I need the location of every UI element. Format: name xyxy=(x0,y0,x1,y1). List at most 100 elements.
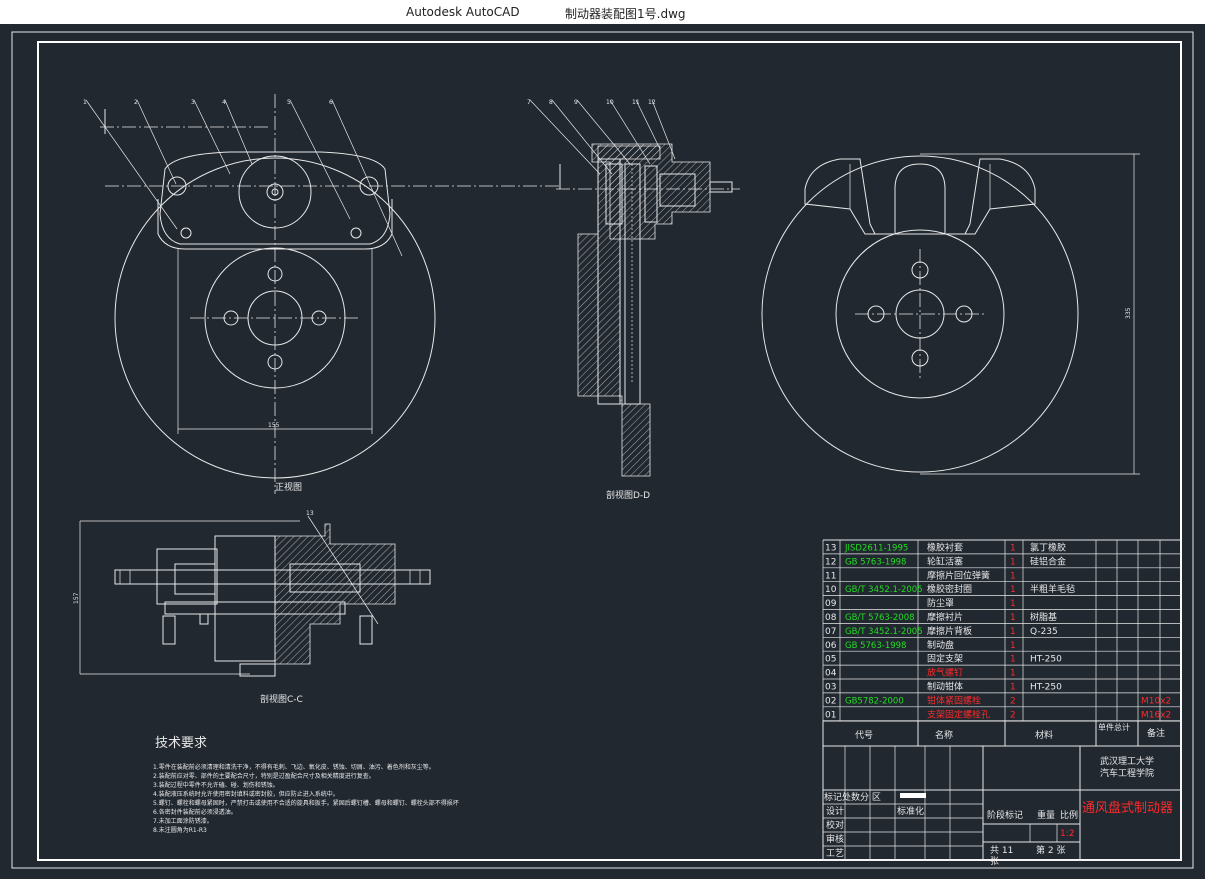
dim-157: 157 xyxy=(73,592,80,604)
svg-text:审核: 审核 xyxy=(826,833,844,845)
dim-155: 155 xyxy=(268,422,280,429)
bom-no: 08 xyxy=(825,613,837,623)
bom-name: 制动钳体 xyxy=(927,681,963,693)
bom-qty: 1 xyxy=(1010,627,1016,637)
bom-no: 04 xyxy=(825,669,837,679)
bom-no: 02 xyxy=(825,696,836,706)
svg-text:第 2 张: 第 2 张 xyxy=(1036,844,1065,856)
bom-material: 树脂基 xyxy=(1030,611,1057,623)
bom-material: HT-250 xyxy=(1030,683,1062,693)
svg-text:工艺: 工艺 xyxy=(826,848,844,859)
section-cc-view[interactable]: 13 157 剖视图C-C xyxy=(73,510,431,705)
svg-text:比例: 比例 xyxy=(1060,809,1078,821)
bom-no: 01 xyxy=(825,710,836,720)
bom-qty: 1 xyxy=(1010,669,1016,679)
svg-text:2.装配前应对零、部件的主要配合尺寸，特别是过盈配合尺寸及相: 2.装配前应对零、部件的主要配合尺寸，特别是过盈配合尺寸及相关精度进行复查。 xyxy=(153,772,375,780)
svg-text:单件总计: 单件总计 xyxy=(1098,722,1130,732)
svg-text:备注: 备注 xyxy=(1147,727,1165,739)
svg-text:2: 2 xyxy=(134,99,138,106)
svg-text:校对: 校对 xyxy=(826,819,844,831)
bom-qty: 2 xyxy=(1010,696,1016,706)
bom-qty: 1 xyxy=(1010,641,1016,651)
view-label-front: 正视图 xyxy=(275,481,302,493)
callout-13: 13 xyxy=(306,510,314,517)
bom-no: 10 xyxy=(825,585,837,595)
bom-no: 03 xyxy=(825,683,836,693)
bom-name: 防尘罩 xyxy=(927,597,954,609)
bom-name: 放气螺钉 xyxy=(927,667,963,679)
inner-frame xyxy=(37,41,1182,861)
svg-text:8: 8 xyxy=(549,99,553,106)
bom-no: 11 xyxy=(825,571,836,581)
bom-material: HT-250 xyxy=(1030,655,1062,665)
svg-text:5: 5 xyxy=(287,99,291,106)
bom-no: 07 xyxy=(825,627,836,637)
svg-text:共 11: 共 11 xyxy=(990,845,1013,856)
bom-qty: 2 xyxy=(1010,710,1016,720)
svg-text:5.螺钉、螺栓和螺母紧固时，严禁打击或使用不合适的旋具和扳手: 5.螺钉、螺栓和螺母紧固时，严禁打击或使用不合适的旋具和扳手。紧固后螺钉槽、螺母… xyxy=(153,799,459,807)
bom-code: GB 5763-1998 xyxy=(845,557,906,567)
bom-remark: M10x2 xyxy=(1141,696,1171,706)
bom-name: 轮缸活塞 xyxy=(927,555,963,567)
window-titlebar: Autodesk AutoCAD 制动器装配图1号.dwg xyxy=(0,0,1205,24)
bom-code: GB 5763-1998 xyxy=(845,641,906,651)
svg-text:6: 6 xyxy=(329,99,333,106)
bom-qty: 1 xyxy=(1010,613,1016,623)
bom-name: 支架固定螺栓孔 xyxy=(927,708,990,720)
svg-text:1: 1 xyxy=(83,99,87,106)
bom-no: 05 xyxy=(825,655,836,665)
bom-no: 06 xyxy=(825,641,837,651)
side-view[interactable]: 335 xyxy=(761,153,1140,475)
callout-labels-front: 1 2 3 4 5 6 xyxy=(83,99,333,106)
view-label-cc: 剖视图C-C xyxy=(260,693,303,705)
app-name: Autodesk AutoCAD xyxy=(406,5,520,19)
bom-code: GB/T 5763-2008 xyxy=(845,613,915,623)
bom-material: Q-235 xyxy=(1030,627,1058,637)
bom-name: 固定支架 xyxy=(927,653,963,665)
svg-text:4.装配液压系统时允许使用密封填料或密封胶，但应防止进入系统: 4.装配液压系统时允许使用密封填料或密封胶，但应防止进入系统中。 xyxy=(153,790,339,798)
svg-text:材料: 材料 xyxy=(1035,729,1053,741)
svg-text:7.未加工面涂防锈漆。: 7.未加工面涂防锈漆。 xyxy=(153,817,213,825)
bom-qty: 1 xyxy=(1010,571,1016,581)
bom-code: GB5782-2000 xyxy=(845,696,904,706)
svg-text:阶段标记: 阶段标记 xyxy=(987,809,1023,821)
svg-text:1:2: 1:2 xyxy=(1060,829,1074,839)
bom-qty: 1 xyxy=(1010,655,1016,665)
section-dd-view[interactable]: 7 8 9 10 11 12 剖视图D-D xyxy=(527,99,740,501)
bom-name: 制动盘 xyxy=(927,639,954,651)
svg-text:汽车工程学院: 汽车工程学院 xyxy=(1100,767,1154,779)
bom-name: 钳体紧固螺栓 xyxy=(927,694,981,706)
bom-code: GB/T 3452.1-2005 xyxy=(845,627,923,637)
svg-text:9: 9 xyxy=(574,99,578,106)
drawing-svg[interactable]: 1 2 3 4 5 6 155 正视图 7 8 xyxy=(0,24,1205,879)
svg-text:代号: 代号 xyxy=(855,730,873,741)
bom-qty: 1 xyxy=(1010,544,1016,554)
view-label-dd: 剖视图D-D xyxy=(606,489,650,501)
bom-qty: 1 xyxy=(1010,599,1016,609)
bom-name: 摩擦片回位弹簧 xyxy=(927,569,990,581)
svg-text:11: 11 xyxy=(632,99,640,106)
file-name: 制动器装配图1号.dwg xyxy=(565,7,686,21)
bom-no: 12 xyxy=(825,557,836,567)
svg-text:4: 4 xyxy=(222,99,226,106)
front-view[interactable]: 1 2 3 4 5 6 155 正视图 xyxy=(83,94,561,494)
bom-name: 橡胶衬套 xyxy=(927,542,963,554)
bom-no: 09 xyxy=(825,599,837,609)
bom-material: 氯丁橡胶 xyxy=(1030,542,1066,554)
outer-frame xyxy=(11,31,1194,869)
drawing-canvas[interactable]: 1 2 3 4 5 6 155 正视图 7 8 xyxy=(0,24,1205,879)
svg-text:12: 12 xyxy=(648,99,656,106)
svg-text:重量: 重量 xyxy=(1037,809,1055,821)
svg-text:设计: 设计 xyxy=(826,805,844,817)
svg-text:7: 7 xyxy=(527,99,531,106)
bom-material: 硅铝合金 xyxy=(1030,555,1066,567)
bom-qty: 1 xyxy=(1010,557,1016,567)
svg-text:3.装配过程中零件不允许磕、碰、划伤和锈蚀。: 3.装配过程中零件不允许磕、碰、划伤和锈蚀。 xyxy=(153,781,279,789)
tech-requirements: 技术要求 1.零件在装配前必须清理和清洗干净，不得有毛刺、飞边、氧化皮、锈蚀、切… xyxy=(153,736,459,834)
svg-text:3: 3 xyxy=(191,99,195,106)
drawing-title: 通风盘式制动器 xyxy=(1082,800,1173,816)
svg-text:标记处数分 区: 标记处数分 区 xyxy=(824,791,881,803)
bom-name: 摩擦衬片 xyxy=(927,611,963,623)
svg-text:张: 张 xyxy=(990,856,999,867)
